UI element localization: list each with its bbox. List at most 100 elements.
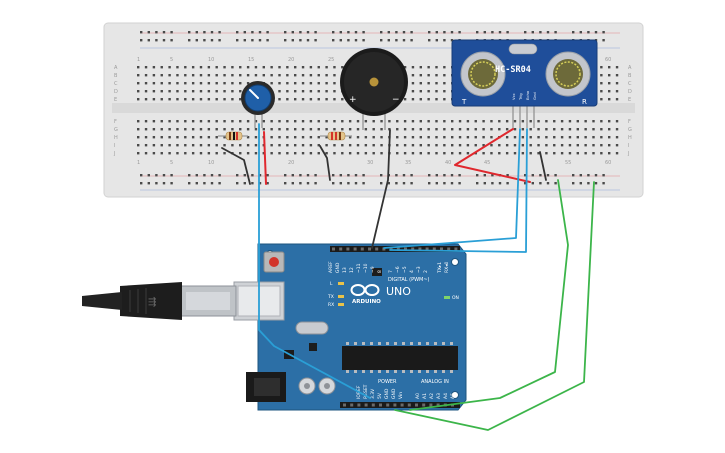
- breadboard-hole: [137, 82, 140, 85]
- chip-leg: [370, 370, 373, 373]
- potentiometer[interactable]: [241, 81, 275, 128]
- power-section-label: POWER: [378, 379, 397, 385]
- resistor-band: [229, 132, 231, 140]
- header-pin: [425, 247, 429, 251]
- breadboard-hole: [184, 90, 187, 93]
- black-wire-1[interactable]: [221, 147, 251, 185]
- breadboard-hole: [490, 136, 493, 139]
- breadboard-hole: [152, 152, 156, 155]
- breadboard-hole: [505, 152, 509, 155]
- breadboard-hole: [286, 128, 289, 131]
- piezo-buzzer[interactable]: + −: [340, 48, 408, 130]
- breadboard-rail-hole: [362, 39, 365, 42]
- breadboard-hole: [427, 152, 430, 155]
- breadboard-hole: [615, 128, 619, 131]
- header-pin: [382, 247, 386, 251]
- breadboard-hole: [152, 74, 156, 77]
- breadboard-hole: [278, 98, 281, 101]
- breadboard-hole: [333, 98, 336, 101]
- header-pin: [418, 247, 422, 251]
- breadboard-rail-hole: [140, 39, 143, 42]
- ultrasonic-sensor-hc-sr04[interactable]: HC-SR04 T R Vcc Trig Echo Gnd: [451, 39, 598, 128]
- breadboard-hole: [443, 98, 446, 101]
- breadboard-hole: [317, 152, 320, 155]
- column-numbers-bottom: 1 5 10 20 30 35 40 45 55 60: [137, 160, 611, 166]
- atmega-chip-legs: [346, 342, 453, 373]
- breadboard-hole: [215, 66, 218, 69]
- chip-leg: [362, 370, 365, 373]
- breadboard-hole: [372, 144, 375, 147]
- breadboard-rail-hole: [236, 174, 239, 177]
- breadboard-hole: [521, 144, 525, 147]
- breadboard-hole: [396, 136, 399, 139]
- breadboard-rail-hole: [602, 174, 605, 177]
- red-wire-pot[interactable]: [263, 131, 267, 185]
- sensor-r-label: R: [582, 98, 587, 106]
- header-pin: [343, 403, 346, 407]
- breadboard-hole: [246, 82, 250, 85]
- breadboard-hole: [191, 90, 195, 93]
- breadboard-hole: [223, 82, 226, 85]
- arduino-uno-board[interactable]: AREF GND 13 12 ~11 ~10 ~9 8 7 ~6 ~5 4 ~3…: [233, 243, 467, 411]
- usb-cable-plug-housing: [120, 282, 182, 320]
- green-wire-1[interactable]: [409, 179, 569, 411]
- resistor-2[interactable]: [320, 131, 352, 141]
- breadboard-rail-hole: [306, 31, 310, 34]
- breadboard-hole: [333, 144, 336, 147]
- breadboard-rail-hole: [236, 39, 239, 42]
- breadboard-hole: [333, 82, 336, 85]
- breadboard-rail-hole: [531, 174, 534, 177]
- breadboard-rail-hole: [299, 174, 302, 177]
- breadboard-hole: [608, 74, 611, 77]
- breadboard-hole: [348, 144, 352, 147]
- blue-wire-trig[interactable]: [383, 128, 521, 249]
- breadboard-hole: [160, 98, 163, 101]
- breadboard-hole: [254, 152, 258, 155]
- breadboard-hole: [576, 144, 579, 147]
- resistor-1[interactable]: [218, 131, 248, 141]
- breadboard-hole: [560, 136, 564, 139]
- black-wire-buzzer[interactable]: [371, 129, 391, 249]
- breadboard-rail-hole: [266, 39, 269, 42]
- breadboard-hole: [364, 144, 368, 147]
- col-num: 10: [208, 57, 214, 63]
- breadboard-hole: [348, 152, 352, 155]
- green-wire-2[interactable]: [394, 181, 595, 431]
- breadboard-rail-hole: [546, 174, 550, 177]
- breadboard-hole: [466, 120, 470, 123]
- breadboard-hole: [325, 90, 328, 93]
- blue-wire-echo[interactable]: [389, 128, 528, 253]
- breadboard-hole: [231, 82, 234, 85]
- breadboard-hole: [458, 136, 462, 139]
- resistor-band: [339, 132, 341, 140]
- black-wire-sensor-gnd[interactable]: [539, 151, 547, 181]
- breadboard-hole: [294, 152, 297, 155]
- breadboard-hole: [615, 144, 619, 147]
- pin-label: Vin: [398, 392, 404, 399]
- breadboard-hole: [348, 136, 352, 139]
- red-wire-sensor-vcc[interactable]: [454, 128, 531, 183]
- usb-cable[interactable]: ⇶: [82, 282, 237, 320]
- breadboard-hole: [505, 128, 509, 131]
- breadboard-hole: [309, 144, 313, 147]
- black-wire-2[interactable]: [319, 145, 331, 181]
- header-pin: [436, 403, 440, 407]
- blue-wire-pot-analog[interactable]: [258, 123, 371, 399]
- breadboard-rail-hole: [299, 39, 302, 42]
- header-pin: [432, 247, 436, 251]
- digital-pin-labels: AREF GND 13 12 ~11 ~10 ~9 8 7 ~6 ~5 4 ~3…: [328, 261, 450, 274]
- breadboard-hole: [168, 136, 171, 139]
- breadboard-hole: [168, 144, 171, 147]
- analog-section-label: ANALOG IN: [421, 379, 449, 385]
- breadboard-hole: [144, 120, 148, 123]
- breadboard-hole: [380, 120, 383, 123]
- breadboard-hole: [537, 152, 540, 155]
- chip-leg: [346, 342, 349, 345]
- reset-button-cap[interactable]: [269, 257, 279, 267]
- sensor-mesh-ring-left: [470, 61, 496, 87]
- breadboard-hole: [309, 120, 313, 123]
- breadboard-rail-hole: [218, 182, 221, 185]
- breadboard-hole: [301, 66, 305, 69]
- breadboard-rail-hole: [395, 31, 398, 34]
- breadboard-hole: [435, 136, 438, 139]
